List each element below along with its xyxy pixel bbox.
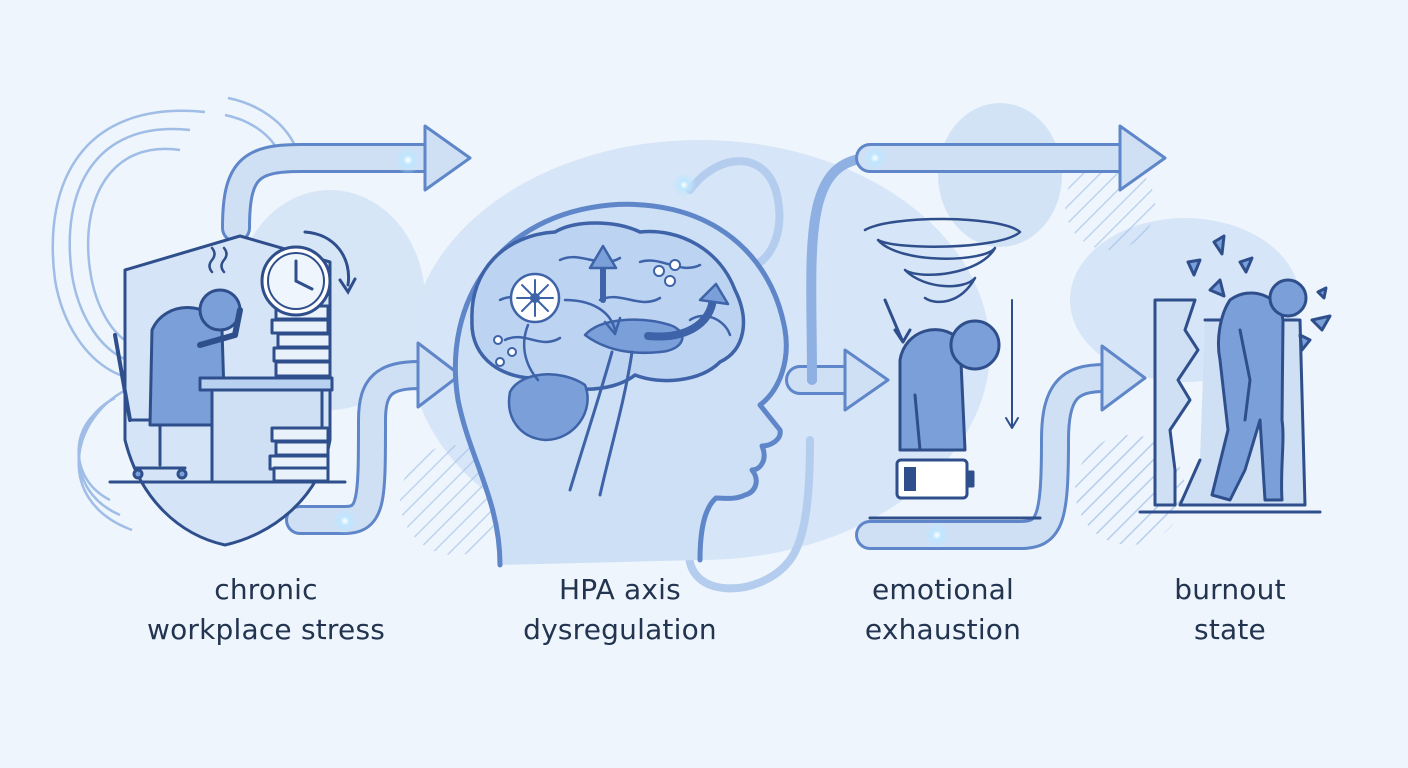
stage-label-line1: emotional	[871, 573, 1014, 606]
stage-label-line2: dysregulation	[523, 613, 717, 646]
stage-label-line1: chronic	[214, 573, 318, 606]
head-brain-icon	[452, 201, 789, 568]
glow-dots	[332, 145, 950, 548]
stage-label-line2: state	[1194, 613, 1266, 646]
stage-label-chronic-stress: chronic workplace stress	[106, 570, 426, 650]
stage-label-line1: HPA axis	[559, 573, 681, 606]
stage-label-burnout: burnout state	[1070, 570, 1390, 650]
stage-label-line1: burnout	[1174, 573, 1286, 606]
stage-label-line2: exhaustion	[864, 613, 1022, 646]
clock-icon	[260, 230, 357, 317]
stressed-worker-icon	[108, 234, 347, 547]
stage-label-line2: workplace stress	[146, 613, 386, 646]
stage-label-hpa-axis: HPA axis dysregulation	[460, 570, 780, 650]
burnout-person-icon	[1138, 234, 1332, 514]
exhausted-person-icon	[863, 217, 1042, 520]
stage-label-emotional-exhaustion: emotional exhaustion	[783, 570, 1103, 650]
flow-arrows	[221, 124, 1167, 593]
